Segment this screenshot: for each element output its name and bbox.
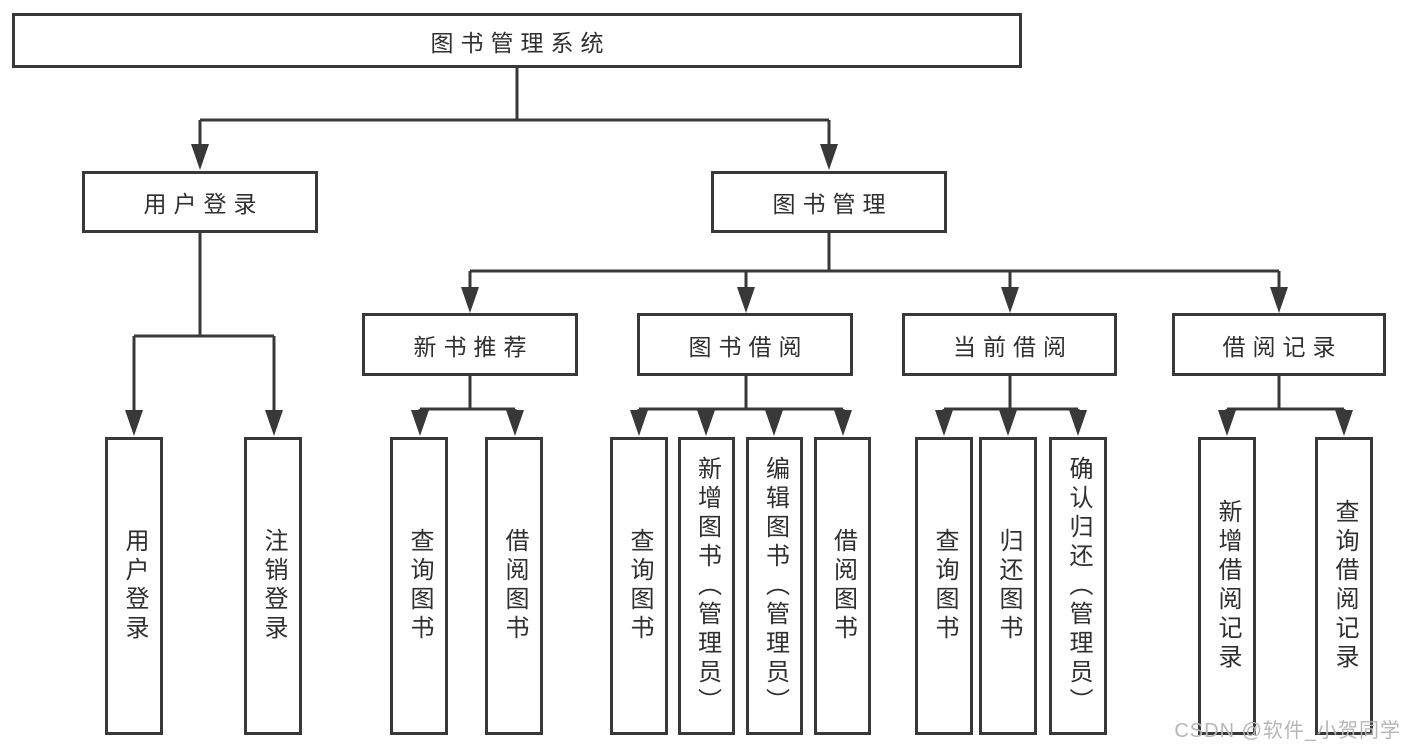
leaf-query-books-borrowing-label: 查询图书 — [626, 528, 653, 644]
leaf-borrow-books-recommend: 借阅图书 — [485, 437, 543, 735]
leaf-query-books-recommend: 查询图书 — [390, 437, 448, 735]
node-new-book-recommend: 新书推荐 — [362, 313, 578, 376]
leaf-query-books-recommend-label: 查询图书 — [406, 528, 433, 644]
node-book-borrowing-label: 图书借阅 — [688, 333, 809, 360]
leaf-add-book-admin: 新增图书（管理员） — [678, 437, 735, 735]
csdn-watermark: CSDN @软件_小贺同学 — [1174, 720, 1401, 742]
leaf-borrow-books-recommend-label: 借阅图书 — [501, 528, 528, 644]
leaf-query-borrow-record: 查询借阅记录 — [1315, 437, 1373, 735]
leaf-add-borrow-record: 新增借阅记录 — [1198, 437, 1256, 735]
node-current-borrowing: 当前借阅 — [902, 313, 1117, 376]
leaf-return-book-label: 归还图书 — [995, 528, 1022, 644]
leaf-return-book: 归还图书 — [979, 437, 1037, 735]
leaf-logout-label: 注销登录 — [260, 528, 287, 644]
node-book-management-label: 图书管理 — [772, 191, 893, 217]
node-library-system-label: 图书管理系统 — [430, 29, 611, 56]
node-borrow-records-label: 借阅记录 — [1222, 333, 1343, 360]
node-book-management: 图书管理 — [711, 171, 947, 233]
leaf-confirm-return-admin-label: 确认归还（管理员） — [1065, 455, 1092, 717]
leaf-user-login-label: 用户登录 — [121, 528, 148, 644]
node-user-login-label: 用户登录 — [143, 191, 264, 217]
node-book-borrowing: 图书借阅 — [637, 313, 853, 376]
leaf-logout: 注销登录 — [244, 437, 302, 735]
leaf-query-books-borrowing: 查询图书 — [610, 437, 668, 735]
leaf-edit-book-admin: 编辑图书（管理员） — [746, 437, 803, 735]
leaf-query-books-current-label: 查询图书 — [931, 528, 958, 644]
node-user-login: 用户登录 — [82, 171, 318, 233]
leaf-confirm-return-admin: 确认归还（管理员） — [1049, 437, 1107, 735]
leaf-user-login: 用户登录 — [105, 437, 163, 735]
node-new-book-recommend-label: 新书推荐 — [413, 333, 534, 360]
node-current-borrowing-label: 当前借阅 — [953, 333, 1073, 360]
leaf-add-borrow-record-label: 新增借阅记录 — [1214, 499, 1241, 673]
leaf-query-borrow-record-label: 查询借阅记录 — [1331, 499, 1358, 673]
node-borrow-records: 借阅记录 — [1172, 313, 1386, 376]
leaf-borrow-books-borrowing-label: 借阅图书 — [829, 528, 857, 644]
node-library-system: 图书管理系统 — [12, 13, 1022, 68]
leaf-edit-book-admin-label: 编辑图书（管理员） — [761, 455, 789, 717]
leaf-add-book-admin-label: 新增图书（管理员） — [693, 455, 721, 717]
leaf-query-books-current: 查询图书 — [915, 437, 973, 735]
leaf-borrow-books-borrowing: 借阅图书 — [814, 437, 871, 735]
